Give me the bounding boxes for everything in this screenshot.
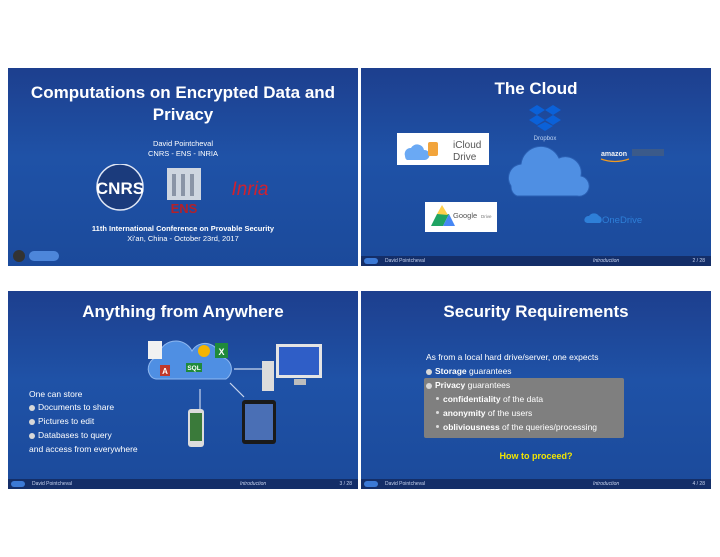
footer-section[interactable]: Introduction: [593, 258, 620, 264]
affiliation: CNRS - ENS - INRIA: [147, 149, 218, 158]
sub-bullet-icon: [436, 425, 439, 428]
footer-page-number: 4 / 28: [692, 481, 705, 487]
list-item-storage: Storage guarantees: [426, 366, 512, 376]
devices-graphic: X SQL A: [147, 340, 322, 447]
google-drive-logo: Google Drive: [425, 202, 497, 232]
intro-text: One can store: [29, 389, 83, 399]
sub-item: anonymity of the users: [434, 408, 532, 418]
svg-text:CNRS: CNRS: [96, 179, 144, 198]
bullet-icon: [426, 368, 432, 375]
svg-text:Inria: Inria: [232, 179, 269, 200]
institution-logos: CNRS ENS Inria: [96, 164, 269, 216]
slide-footer: David Pointcheval Introduction 4 / 28: [361, 479, 711, 489]
slide-title[interactable]: Computations on Encrypted Data and Priva…: [8, 68, 358, 266]
list-item-privacy: Privacy guarantees: [426, 380, 510, 390]
cnrs-logo: CNRS: [96, 164, 144, 211]
desktop-computer-icon: [262, 344, 322, 391]
footer-section[interactable]: Introduction: [240, 481, 267, 487]
cloud-with-files-icon: X SQL A: [147, 340, 232, 380]
svg-text:Drive: Drive: [453, 152, 477, 163]
footer-author: David Pointcheval: [385, 258, 426, 264]
smartphone-icon: [188, 409, 204, 447]
list-item: Pictures to edit: [29, 416, 94, 426]
sql-icon: [186, 363, 202, 372]
dropbox-logo: Dropbox: [529, 105, 561, 142]
footer-logos: [13, 250, 59, 262]
slide-security-requirements[interactable]: Security Requirements As from a local ha…: [361, 291, 711, 489]
photos-icon: [198, 345, 210, 357]
excel-icon: [215, 343, 228, 358]
slide-heading: Anything from Anywhere: [82, 302, 284, 321]
bullet-icon: [426, 382, 432, 389]
list-item: Documents to share: [29, 402, 114, 412]
seal-icon: [13, 250, 25, 262]
footer-page-number: 3 / 28: [339, 481, 352, 487]
bullet-icon: [29, 418, 35, 425]
svg-text:Dropbox: Dropbox: [534, 136, 557, 142]
slide-heading: The Cloud: [494, 79, 578, 98]
footer-cloud-icon: [11, 481, 25, 487]
cloud-services-graphic: iCloud Drive Dropbox amazon Google Drive…: [397, 105, 664, 232]
conference-place-date: Xi'an, China - October 23rd, 2017: [127, 234, 239, 243]
svg-text:SQL: SQL: [187, 365, 200, 372]
central-cloud-icon: [507, 145, 590, 197]
footer-cloud-icon: [364, 258, 378, 264]
footer-author: David Pointcheval: [32, 481, 73, 487]
inria-logo: Inria: [232, 179, 269, 200]
sub-bullet-icon: [436, 411, 439, 414]
svg-text:OneDrive: OneDrive: [602, 215, 642, 226]
svg-text:amazon: amazon: [601, 151, 627, 158]
footer-author: David Pointcheval: [385, 481, 426, 487]
tablet-icon: [242, 400, 276, 444]
svg-text:iCloud: iCloud: [453, 140, 481, 151]
amazon-logo: amazon: [600, 149, 664, 163]
bullet-icon: [29, 404, 35, 411]
question-text: How to proceed?: [499, 451, 573, 461]
svg-text:ENS: ENS: [171, 201, 198, 216]
svg-text:A: A: [162, 367, 168, 376]
footer-cloud-icon: [364, 481, 378, 487]
slide-title-heading: Computations on Encrypted Data and Priva…: [30, 83, 336, 124]
sub-bullet-icon: [436, 397, 439, 400]
access-icon: [160, 365, 170, 376]
slide-cloud[interactable]: The Cloud iCloud Drive Dropbox amazon Go…: [361, 68, 711, 266]
list-item: Databases to query: [29, 430, 112, 440]
svg-text:Google: Google: [453, 211, 477, 220]
bullet-icon: [29, 432, 35, 439]
outro-text: and access from everywhere: [29, 444, 138, 454]
svg-text:X: X: [218, 347, 224, 357]
slide-anything-anywhere[interactable]: Anything from Anywhere X SQL A: [8, 291, 358, 489]
intro-text: As from a local hard drive/server, one e…: [426, 352, 599, 362]
conference-name: 11th International Conference on Provabl…: [91, 224, 275, 233]
ens-logo: ENS: [167, 168, 201, 216]
link-arrow: [229, 382, 245, 398]
onedrive-logo: OneDrive: [584, 213, 642, 226]
slide-footer: David Pointcheval Introduction 3 / 28: [8, 479, 358, 489]
privacy-highlight-box: [424, 378, 624, 438]
cloud-logo-icon: [29, 251, 59, 261]
icloud-drive-logo: iCloud Drive: [397, 133, 489, 165]
sub-item: confidentiality of the data: [434, 394, 543, 404]
author-name: David Pointcheval: [152, 139, 214, 148]
svg-text:Drive: Drive: [481, 214, 492, 219]
slide-heading: Security Requirements: [443, 302, 629, 321]
footer-page-number: 2 / 28: [692, 258, 705, 264]
document-icon: [148, 341, 162, 359]
slide-footer: David Pointcheval Introduction 2 / 28: [361, 256, 711, 266]
sub-item: obliviousness of the queries/processing: [434, 422, 597, 432]
footer-section[interactable]: Introduction: [593, 481, 620, 487]
